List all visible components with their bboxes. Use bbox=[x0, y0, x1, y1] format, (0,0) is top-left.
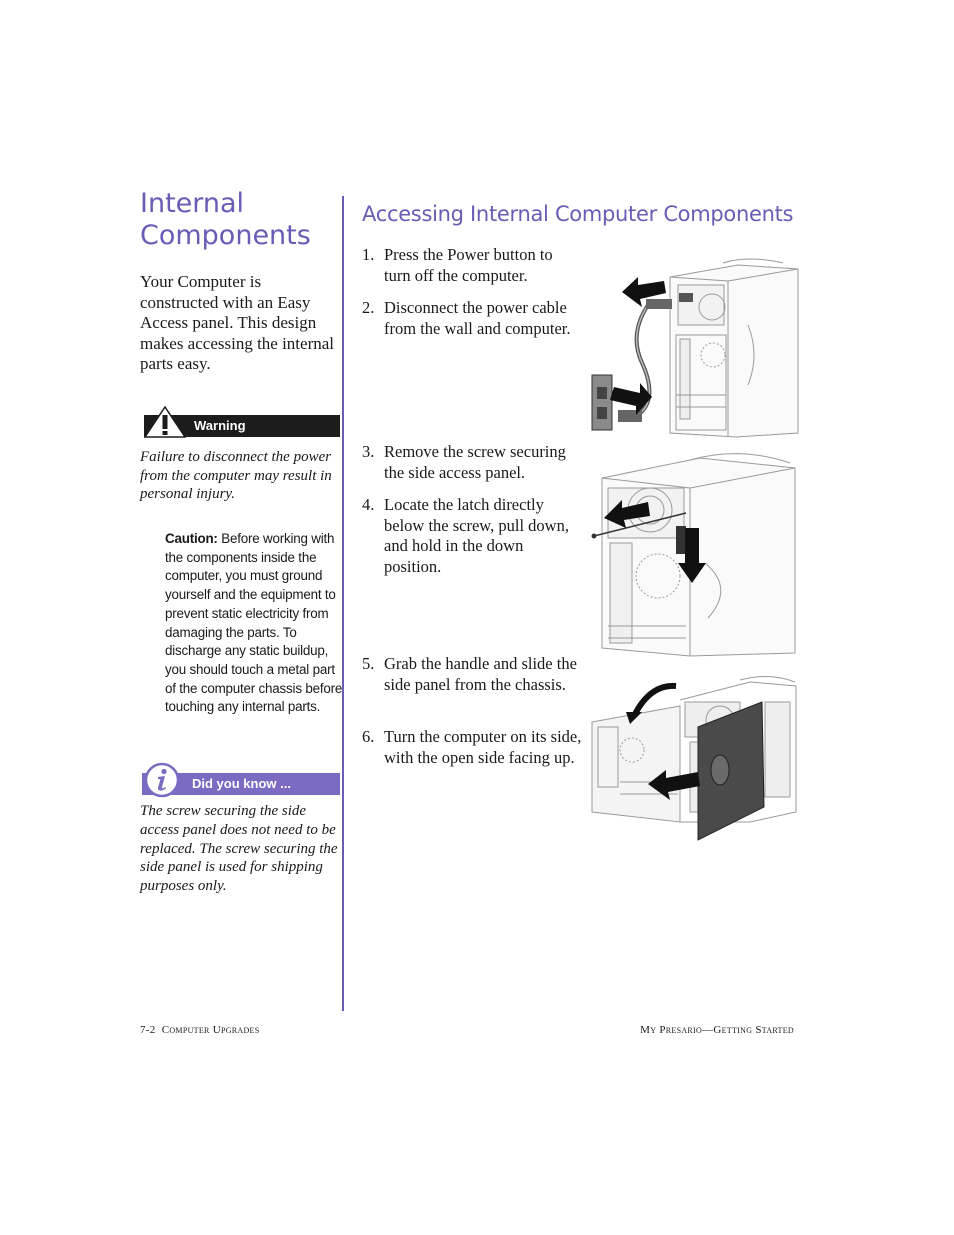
step-number: 4. bbox=[362, 495, 375, 514]
column-divider bbox=[342, 196, 344, 1011]
figure-remove-screw bbox=[591, 453, 796, 657]
step-1: 1. Press the Power button to turn off th… bbox=[362, 245, 582, 286]
warning-label: Warning bbox=[194, 418, 246, 433]
step-number: 5. bbox=[362, 654, 375, 673]
footer-book-title: My Presario—Getting Started bbox=[640, 1024, 794, 1036]
step-text: Grab the handle and slide the side panel… bbox=[384, 654, 577, 694]
caution-text: Before working with the components insid… bbox=[165, 531, 343, 715]
warning-banner: Warning bbox=[144, 406, 340, 438]
warning-text: Failure to disconnect the power from the… bbox=[140, 449, 332, 502]
caution-note: Caution: Before working with the compone… bbox=[165, 530, 343, 717]
step-number: 2. bbox=[362, 298, 375, 317]
step-text: Remove the screw securing the side acces… bbox=[384, 442, 566, 482]
caution-label: Caution: bbox=[165, 531, 218, 546]
step-number: 3. bbox=[362, 442, 375, 461]
did-you-know-label: Did you know ... bbox=[192, 776, 291, 791]
sidebar-title-line2: Components bbox=[140, 220, 311, 251]
step-text: Turn the computer on its side, with the … bbox=[384, 727, 582, 767]
step-4: 4. Locate the latch directly below the s… bbox=[362, 495, 582, 577]
page-title: Accessing Internal Computer Components bbox=[362, 202, 794, 226]
warning-triangle-icon bbox=[144, 406, 186, 438]
intro-paragraph: Your Computer is constructed with an Eas… bbox=[140, 272, 335, 373]
step-6: 6. Turn the computer on its side, with t… bbox=[362, 727, 582, 768]
step-3: 3. Remove the screw securing the side ac… bbox=[362, 442, 582, 483]
step-text: Locate the latch directly below the scre… bbox=[384, 495, 569, 576]
did-you-know-banner: Did you know ... bbox=[142, 762, 340, 798]
step-5: 5. Grab the handle and slide the side pa… bbox=[362, 654, 582, 695]
page-number: 7-2 bbox=[140, 1024, 156, 1036]
step-number: 6. bbox=[362, 727, 375, 746]
sidebar-title: Internal Components bbox=[140, 188, 340, 252]
step-number: 1. bbox=[362, 245, 375, 264]
section-name: Computer Upgrades bbox=[161, 1024, 260, 1036]
step-text: Press the Power button to turn off the c… bbox=[384, 245, 553, 285]
did-you-know-text: The screw securing the side access panel… bbox=[140, 803, 338, 895]
sidebar-title-line1: Internal bbox=[140, 188, 245, 219]
figure-slide-panel bbox=[591, 676, 797, 841]
step-2: 2. Disconnect the power cable from the w… bbox=[362, 298, 582, 339]
step-text: Disconnect the power cable from the wall… bbox=[384, 298, 571, 338]
footer-left: 7-2 Computer Upgrades bbox=[140, 1024, 260, 1036]
figure-power-disconnect bbox=[591, 258, 799, 438]
info-icon bbox=[144, 762, 180, 798]
